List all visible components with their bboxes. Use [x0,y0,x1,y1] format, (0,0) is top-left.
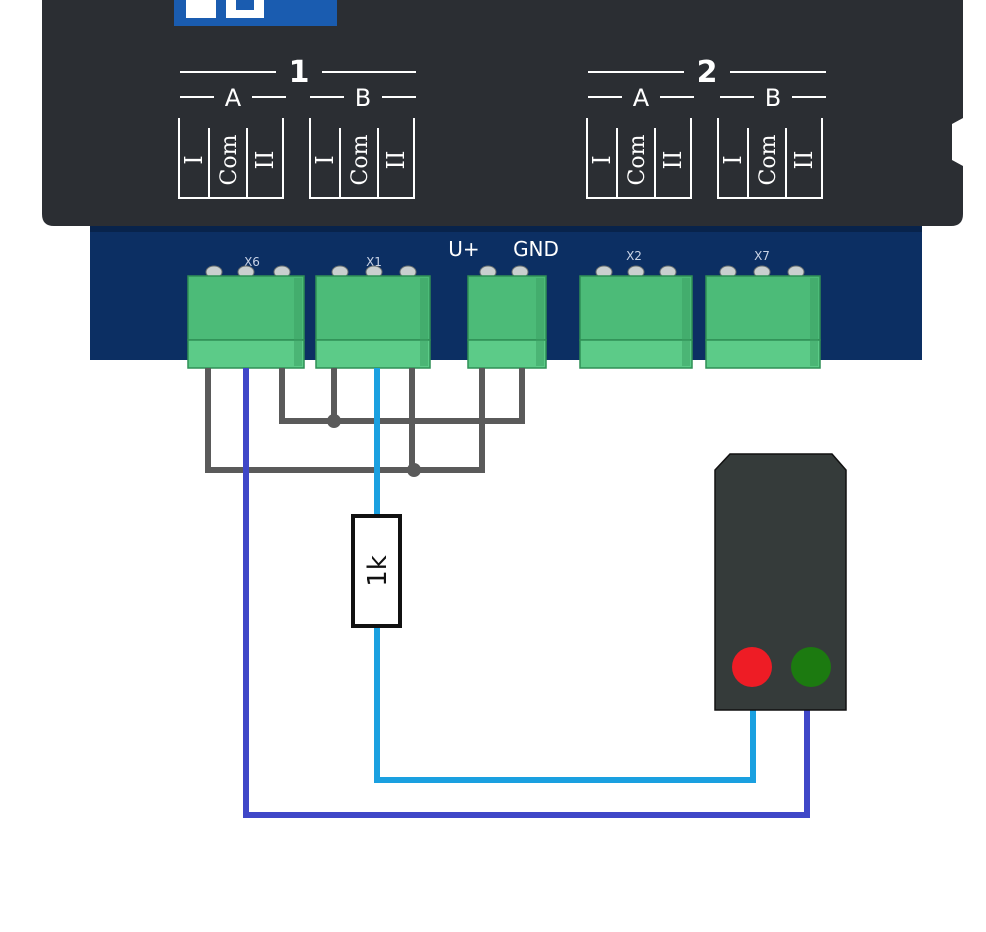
terminal-label-ii: II [382,151,410,170]
terminal-block-x2 [579,265,693,369]
signal [714,453,847,711]
terminal-box-outline [586,118,692,199]
group-2-subgroup-b: B [765,84,781,112]
terminal-block-top [579,275,693,341]
wires [205,368,810,818]
terminal-block-front [187,339,305,369]
terminal-block-front [315,339,431,369]
terminal-block-top [315,275,431,341]
terminal-block-front [705,339,821,369]
connector-label-x2: X2 [626,249,642,263]
wire-light-blue-bottom [374,626,756,783]
terminal-block-top [467,275,547,341]
terminal-block-shade [810,278,818,366]
terminal-label-com: Com [625,134,650,185]
group-2-subgroup-a: A [633,84,650,112]
terminal-block-x6 [187,265,305,369]
terminal-block-shade [420,278,428,366]
terminal-block-power [467,265,547,369]
connector-label-x1: X1 [366,255,382,269]
power-label-uplus: U+ [448,237,479,261]
group-labels: 1 A B 2 A B [180,55,826,112]
signal-body [714,453,847,711]
terminal-label-i: I [311,155,339,164]
terminal-block-shade [294,278,302,366]
terminal-label-com: Com [756,134,781,185]
resistor-label: 1k [363,555,393,587]
wire-gray-inner [279,368,525,424]
connector-labels: X6 X1 X2 X7 U+ GND [244,237,770,269]
terminal-block-shade [536,278,544,366]
terminal-label-ii: II [659,151,687,170]
terminal-box-outline [309,118,415,199]
logo [174,0,337,26]
terminal-block-front [467,339,547,369]
group-1-subgroup-b: B [355,84,371,112]
terminal-label-i: I [180,155,208,164]
terminal-label-ii: II [790,151,818,170]
terminal-blocks [187,265,821,369]
junction-dot [407,463,421,477]
group-1-number: 1 [289,55,310,90]
resistor: 1k [351,514,402,628]
terminal-block-top [187,275,305,341]
terminal-label-i: I [588,155,616,164]
terminal-block-front [579,339,693,369]
resistor-body [351,514,402,628]
terminal-label-com: Com [217,134,242,185]
terminal-box-outline [717,118,823,199]
terminal-label-ii: II [251,151,279,170]
terminal-box-outline [178,118,284,199]
housing [42,0,963,226]
terminal-block-x7 [705,265,821,369]
group-2-number: 2 [697,55,718,90]
lamp-red [732,647,772,687]
terminal-block-shade [682,278,690,366]
terminal-block-x1 [315,265,431,369]
terminal-label-i: I [719,155,747,164]
connector-label-x7: X7 [754,249,770,263]
power-label-gnd: GND [513,237,559,261]
lamp-green [791,647,831,687]
wire-dark-blue [243,368,810,818]
connector-label-x6: X6 [244,255,260,269]
junction-dot [327,414,341,428]
terminal-label-com: Com [348,134,373,185]
group-1-subgroup-a: A [225,84,242,112]
terminal-block-top [705,275,821,341]
